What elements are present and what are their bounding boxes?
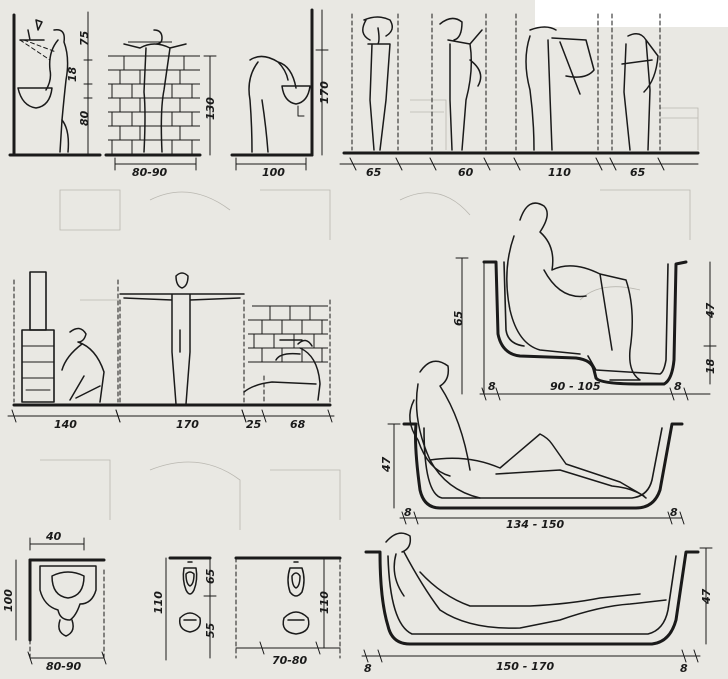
dim-plan-basin-side: 100 <box>2 589 15 612</box>
dim-bidet-55: 55 <box>204 622 217 638</box>
dim-standing-60: 60 <box>458 166 474 179</box>
panel-reclined-bath: 47 8 134 - 150 8 <box>380 360 685 531</box>
dim-seated-wall-left: 8 <box>488 380 496 393</box>
dim-shower-height: 130 <box>204 97 217 120</box>
panel-tiled-bath-seat: 25 68 <box>241 299 335 431</box>
dim-seated-length: 90 - 105 <box>550 380 601 393</box>
panel-wc-plan: 110 70-80 <box>234 556 342 667</box>
dim-long-height: 47 <box>700 588 713 605</box>
dim-arms-width: 170 <box>176 418 199 431</box>
panel-standing-row: 65 60 110 65 <box>339 13 700 179</box>
background-ghosting <box>40 189 691 530</box>
dim-bidet-65: 65 <box>204 568 217 584</box>
dim-reclined-wall-left: 8 <box>404 506 412 519</box>
dim-seated-height-left: 65 <box>452 310 465 326</box>
dim-shower-width: 80-90 <box>132 166 168 179</box>
dim-standing-65b: 65 <box>630 166 646 179</box>
dim-standing-110: 110 <box>548 166 571 179</box>
dim-plan-basin-bottom: 80-90 <box>46 660 82 673</box>
dim-bathseat-25: 25 <box>246 418 262 431</box>
blank-corner <box>535 0 728 27</box>
dim-washbasin-75: 75 <box>78 30 91 46</box>
shower-tiles <box>108 41 200 155</box>
panel-bidet-plan: 110 65 55 <box>152 556 217 661</box>
dim-wc-bottom: 70-80 <box>272 654 308 667</box>
dim-seated-wall-right: 8 <box>674 380 682 393</box>
stove <box>21 271 55 403</box>
reclined-tub-outline <box>402 422 684 510</box>
dim-long-wall-left: 8 <box>364 662 372 675</box>
dim-bidet-110: 110 <box>152 591 165 614</box>
panel-washbasin-wall: 75 18 80 <box>8 11 102 157</box>
dim-reclined-length: 134 - 150 <box>506 518 564 531</box>
seated-tub-outline <box>482 260 688 386</box>
panel-stove-kneel: 140 <box>7 271 121 431</box>
panel-seated-bath: 65 47 18 8 90 - 105 8 <box>452 202 717 401</box>
long-tub-outline <box>364 550 700 646</box>
dim-standing-65a: 65 <box>366 166 382 179</box>
panel-tiled-shower: 80-90 130 <box>104 29 217 179</box>
panel-long-bath: 47 8 150 - 170 8 <box>361 532 713 675</box>
dim-bathseat-68: 68 <box>290 418 306 431</box>
dim-sink-width: 100 <box>262 166 285 179</box>
dim-washbasin-80: 80 <box>78 110 91 126</box>
dim-plan-basin-top: 40 <box>45 530 62 543</box>
dim-seated-depth: 18 <box>704 358 717 374</box>
bath-tiles <box>248 305 328 363</box>
dim-stove-width: 140 <box>54 418 77 431</box>
dim-seated-height-right: 47 <box>704 302 717 319</box>
panel-bending-sink: 100 170 <box>230 8 331 179</box>
dim-reclined-wall-right: 8 <box>670 506 678 519</box>
dim-sink-height: 170 <box>318 81 331 104</box>
dim-washbasin-18: 18 <box>66 66 79 82</box>
dim-reclined-height: 47 <box>380 456 393 473</box>
dim-long-wall-right: 8 <box>680 662 688 675</box>
dim-long-length: 150 - 170 <box>496 660 554 673</box>
panel-washbasin-plan: 40 100 80-90 <box>2 530 107 673</box>
dim-wc-110: 110 <box>318 591 331 614</box>
panel-arms-out: 170 <box>115 272 247 431</box>
